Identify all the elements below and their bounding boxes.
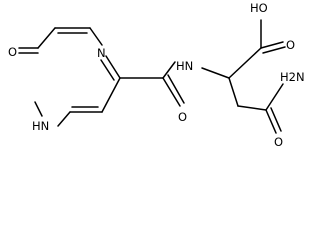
acid-oh-label: HO — [250, 1, 268, 15]
bond-carbonyl-nh — [162, 61, 176, 79]
carboxamide-linker — [119, 61, 230, 107]
bond-n1-c2-inner — [100, 59, 115, 81]
terminal-amide-nh2-label: H2N — [280, 70, 305, 84]
bond-camide-o-1 — [265, 109, 277, 134]
bond-cacid-o-1 — [260, 41, 284, 49]
acid-oxygen-label: O — [286, 38, 295, 52]
oxo-oxygen-label: O — [8, 45, 17, 59]
molecule-svg: O N HN HN O HO O H2N O — [8, 1, 305, 149]
ring-nh-label: HN — [32, 119, 49, 133]
pyrazinone-ring — [34, 27, 121, 127]
bond-calpha-cacid — [228, 47, 262, 79]
bond-carbonyl-o-1 — [162, 77, 181, 107]
bond-c2-c3 — [101, 77, 121, 113]
bond-n1-c2 — [105, 55, 121, 79]
bond-cacid-o-2 — [262, 46, 286, 54]
bond-c1-n1 — [89, 27, 103, 46]
bond-camide-o-2 — [270, 107, 282, 132]
ring-nitrogen-label: N — [97, 46, 106, 60]
bond-c4-n4 — [57, 111, 71, 127]
bond-c5-c6 — [37, 27, 56, 49]
bond-calpha-cbeta — [228, 77, 239, 107]
bond-nh-calpha — [201, 67, 230, 79]
amino-acid-chain — [228, 19, 286, 134]
amide-nh-label: HN — [176, 59, 193, 73]
bond-carbonyl-o-2 — [167, 74, 185, 104]
structure-diagram: O N HN HN O HO O H2N O — [8, 1, 305, 149]
bond-cbeta-camide — [237, 105, 267, 111]
amide-oxygen-label: O — [178, 110, 187, 124]
bond-n4-c5 — [34, 101, 43, 117]
terminal-amide-oxygen-label: O — [274, 135, 283, 149]
bond-camide-nh2 — [265, 83, 284, 111]
